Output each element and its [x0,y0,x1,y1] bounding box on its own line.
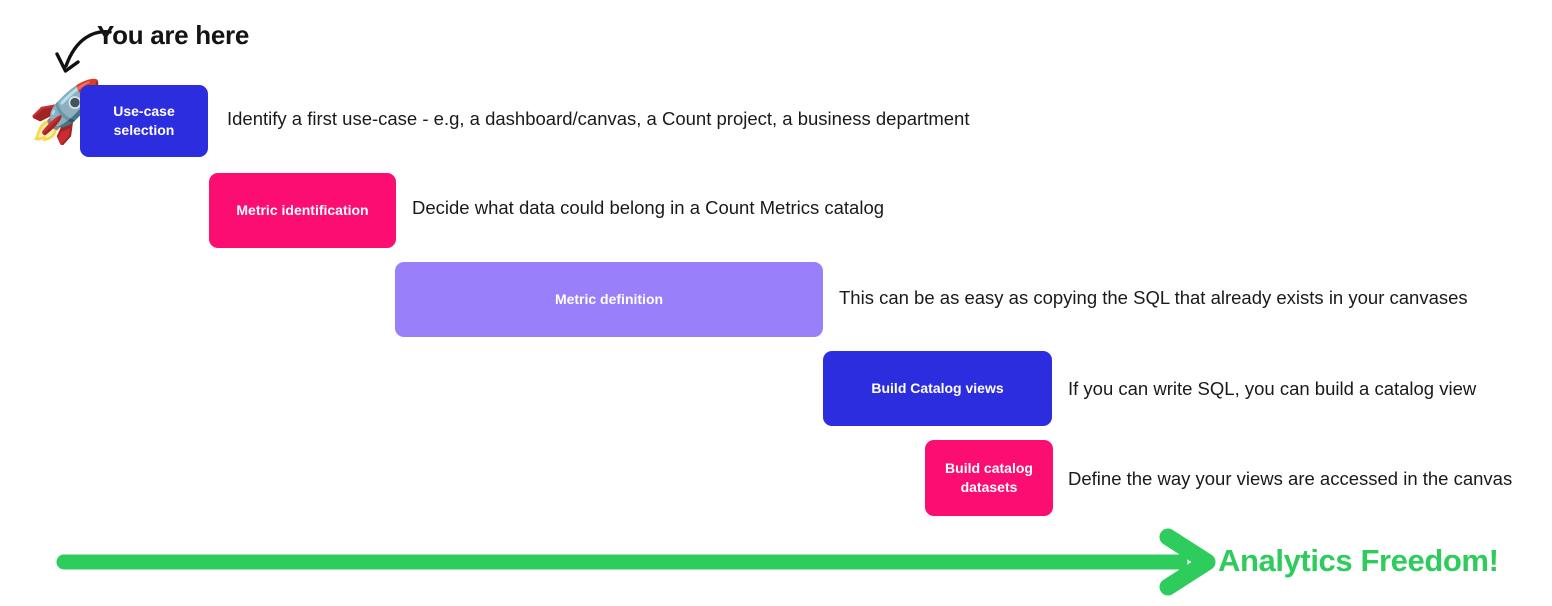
step-description-4: If you can write SQL, you can build a ca… [1068,378,1477,399]
step-box-1[interactable]: Use-case selection [80,85,208,157]
step-box-label: Build catalog datasets [945,460,1033,495]
step-box-label: Use-case selection [113,103,175,138]
curved-arrow-down-left-icon [48,26,118,88]
step-description-2: Decide what data could belong in a Count… [412,197,885,218]
step-box-2[interactable]: Metric identification [209,173,396,248]
you-are-here-label: You are here [97,20,249,50]
step-description-5: Define the way your views are accessed i… [1068,468,1513,489]
step-box-4[interactable]: Build Catalog views [823,351,1052,426]
step-box-label: Metric identification [236,202,369,218]
step-description-1: Identify a first use-case - e.g, a dashb… [227,108,970,129]
step-box-label: Build Catalog views [871,380,1004,396]
step-box-5[interactable]: Build catalog datasets [925,440,1053,516]
analytics-freedom-label: Analytics Freedom! [1218,543,1499,578]
step-box-3[interactable]: Metric definition [395,262,823,337]
step-description-3: This can be as easy as copying the SQL t… [839,287,1468,308]
long-right-arrow-icon [55,528,1220,600]
step-box-label: Metric definition [554,291,664,307]
